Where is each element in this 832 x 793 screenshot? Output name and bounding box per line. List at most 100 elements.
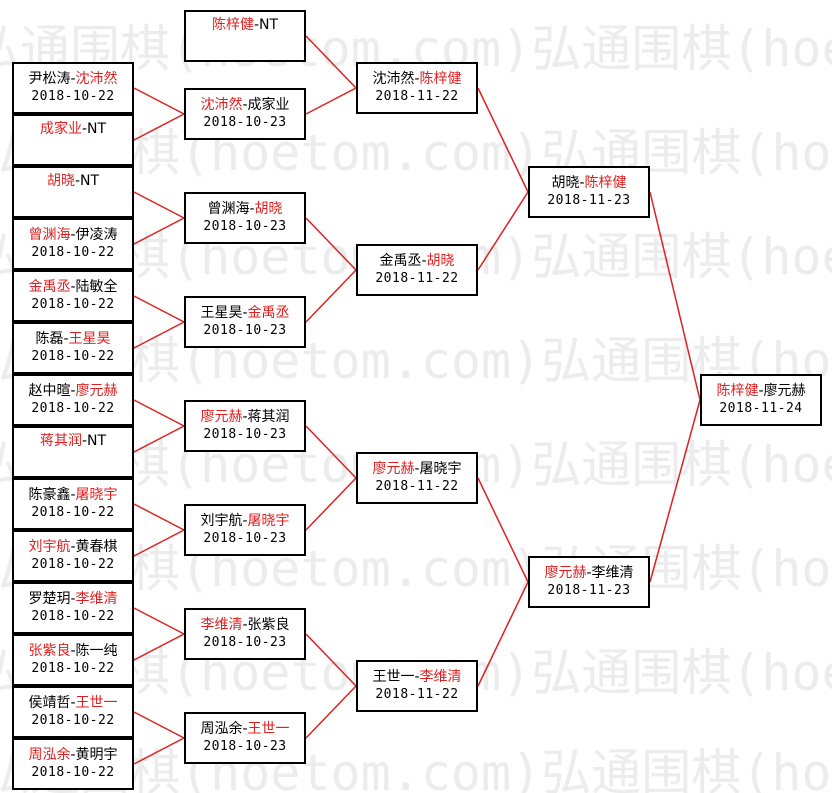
player-2: 陆敏全 [75, 279, 118, 295]
vs-separator: - [242, 97, 248, 113]
match-date: 2018-10-22 [31, 505, 115, 520]
vs-separator: - [758, 383, 764, 399]
match-players: 王世一-李维清 [372, 669, 461, 686]
connector-r4m2-r5m1 [649, 399, 701, 583]
connector-r2m4-r3m2 [305, 269, 357, 323]
match-date: 2018-10-23 [203, 115, 287, 130]
connector-r2m1-r3m1 [305, 35, 357, 89]
match-date: 2018-10-23 [203, 427, 287, 442]
match-players: 廖元赫-屠晓宇 [372, 461, 461, 478]
player-1: 陈磊 [35, 331, 64, 347]
match-players: 罗楚玥-李维清 [28, 591, 117, 608]
vs-separator: - [242, 721, 248, 737]
connector-r2m3-r3m2 [305, 217, 357, 271]
match-date: 2018-10-22 [31, 297, 115, 312]
match-players: 沈沛然-陈梓健 [372, 71, 461, 88]
match-players: 陈梓健-廖元赫 [716, 383, 805, 400]
match-players: 金禹丞-陆敏全 [28, 279, 117, 296]
match-date: 2018-10-23 [203, 635, 287, 650]
match-date: 2018-11-23 [547, 583, 631, 598]
match-players: 尹松涛-沈沛然 [28, 71, 117, 88]
player-2: 李维清 [419, 669, 462, 685]
vs-separator: - [70, 695, 76, 711]
player-1: 胡晓 [46, 173, 75, 189]
watermark-text: 弘通围棋(hoetom.com)弘通围棋(hoetom.com) [0, 744, 832, 793]
match-players: 王星昊-金禹丞 [200, 305, 289, 322]
match-players: 成家业-NT [40, 121, 106, 138]
match-players: 曾渊海-胡晓 [207, 201, 282, 218]
player-1: 陈豪鑫 [28, 487, 71, 503]
connector-r3m2-r4m1 [477, 191, 529, 271]
player-1: 罗楚玥 [28, 591, 71, 607]
match-box-r1m8: 蒋其润-NT [12, 426, 134, 478]
player-1: 周泓余 [28, 747, 71, 763]
match-players: 廖元赫-李维清 [544, 565, 633, 582]
match-date: 2018-10-22 [31, 609, 115, 624]
match-date: 2018-10-22 [31, 401, 115, 416]
match-date: 2018-10-22 [31, 713, 115, 728]
match-players: 周泓余-王世一 [200, 721, 289, 738]
match-players: 刘宇航-黄春棋 [28, 539, 117, 556]
connector-r1m6-r2m4 [133, 321, 185, 349]
player-1: 陈梓健 [211, 17, 254, 33]
player-1: 胡晓 [551, 175, 580, 191]
player-2: 黄明宇 [75, 747, 118, 763]
player-1: 蒋其润 [39, 433, 82, 449]
match-players: 金禹丞-胡晓 [379, 253, 454, 270]
player-2: 胡晓 [426, 253, 455, 269]
connector-r1m5-r2m4 [133, 295, 185, 323]
match-date: 2018-10-23 [203, 531, 287, 546]
vs-separator: - [70, 643, 76, 659]
match-players: 胡晓-NT [47, 173, 99, 190]
player-2: 屠晓宇 [419, 461, 462, 477]
match-date: 2018-10-22 [31, 765, 115, 780]
vs-separator: - [579, 175, 585, 191]
match-players: 曾渊海-伊凌涛 [28, 227, 117, 244]
vs-separator: - [414, 71, 420, 87]
match-date: 2018-10-22 [31, 349, 115, 364]
connector-r3m4-r4m2 [477, 581, 529, 687]
player-2: NT [80, 173, 100, 189]
match-box-r1m3: 胡晓-NT [12, 166, 134, 218]
player-1: 刘宇航 [28, 539, 71, 555]
player-2: 廖元赫 [763, 383, 806, 399]
vs-separator: - [70, 539, 76, 555]
player-2: 李维清 [75, 591, 118, 607]
connector-r1m8-r2m5 [133, 425, 185, 453]
watermark-text: 弘通围棋(hoetom.com)弘通围棋(hoetom.com) [0, 540, 832, 598]
connector-r4m1-r5m1 [649, 191, 701, 401]
match-date: 2018-11-23 [547, 193, 631, 208]
player-2: 屠晓宇 [247, 513, 290, 529]
player-1: 陈梓健 [716, 383, 759, 399]
player-1: 成家业 [39, 121, 82, 137]
vs-separator: - [81, 433, 88, 449]
player-1: 廖元赫 [200, 409, 243, 425]
player-2: 李维清 [591, 565, 634, 581]
connector-r2m7-r3m4 [305, 633, 357, 687]
match-players: 赵中暄-廖元赫 [28, 383, 117, 400]
player-2: 张紫良 [247, 617, 290, 633]
connector-r1m14-r2m8 [133, 737, 185, 765]
match-date: 2018-10-23 [203, 323, 287, 338]
player-2: 黄春棋 [75, 539, 118, 555]
player-2: 屠晓宇 [75, 487, 118, 503]
connector-r1m2-r2m2 [133, 113, 185, 141]
vs-separator: - [242, 617, 248, 633]
match-players: 廖元赫-蒋其润 [200, 409, 289, 426]
match-box-r1m2: 成家业-NT [12, 114, 134, 166]
